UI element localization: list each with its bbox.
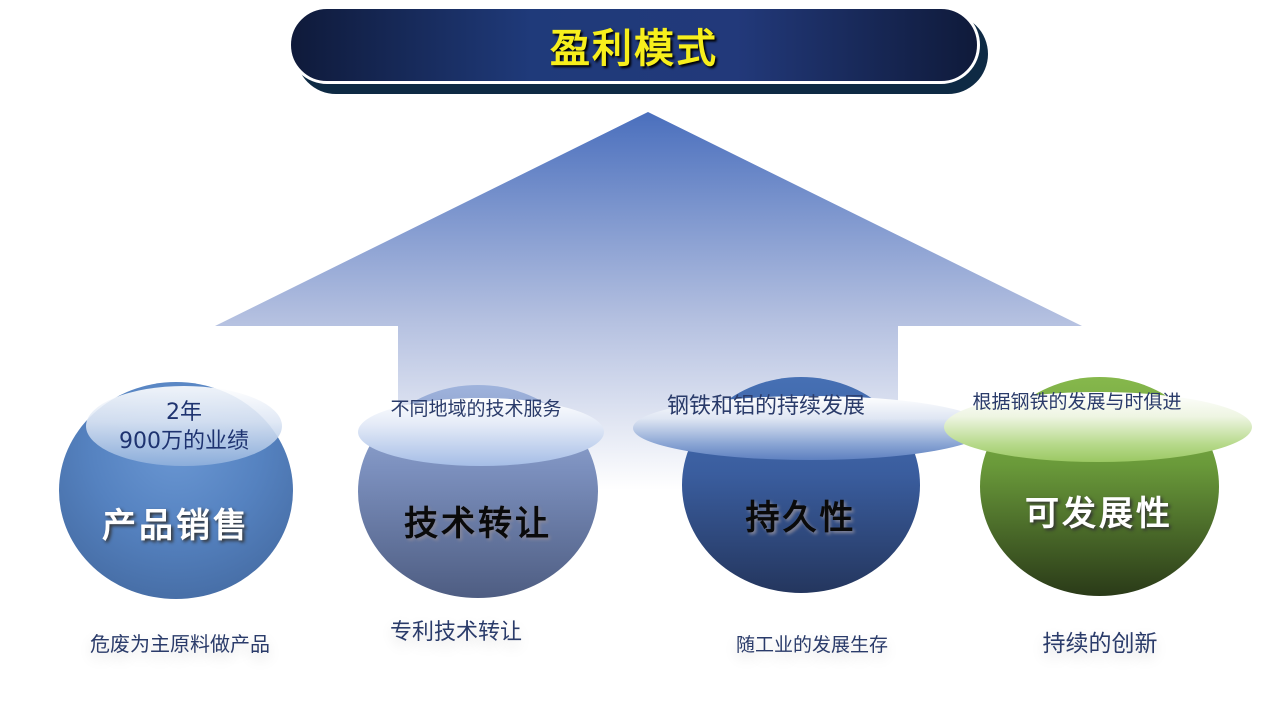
durability-top: 钢铁和铝的持续发展: [666, 394, 865, 419]
durability-desc: 随工业的发展生存: [735, 634, 888, 656]
tech-transfer-top: 不同地域的技术服务: [390, 398, 562, 420]
page-title: 盈利模式: [550, 26, 718, 72]
tech-transfer-label: 技术转让: [404, 504, 552, 544]
product-sales-years: 2年: [166, 400, 202, 425]
sustainability-desc: 持续的创新: [1042, 631, 1158, 657]
cap-sustainability: [944, 392, 1252, 462]
product-sales-label: 产品销售: [102, 506, 250, 546]
sustainability-top: 根据钢铁的发展与时俱进: [972, 391, 1182, 413]
cap-durability: [633, 396, 988, 460]
cap-tech-transfer: [358, 398, 604, 466]
title-banner: 盈利模式: [288, 6, 980, 84]
product-sales-desc: 危废为主原料做产品: [90, 632, 270, 656]
cap-product-sales: [86, 386, 282, 466]
durability-label: 持久性: [745, 498, 857, 538]
product-sales-revenue: 900万的业绩: [119, 429, 249, 454]
sustainability-label: 可发展性: [1025, 494, 1173, 534]
tech-transfer-desc: 专利技术转让: [389, 620, 522, 645]
